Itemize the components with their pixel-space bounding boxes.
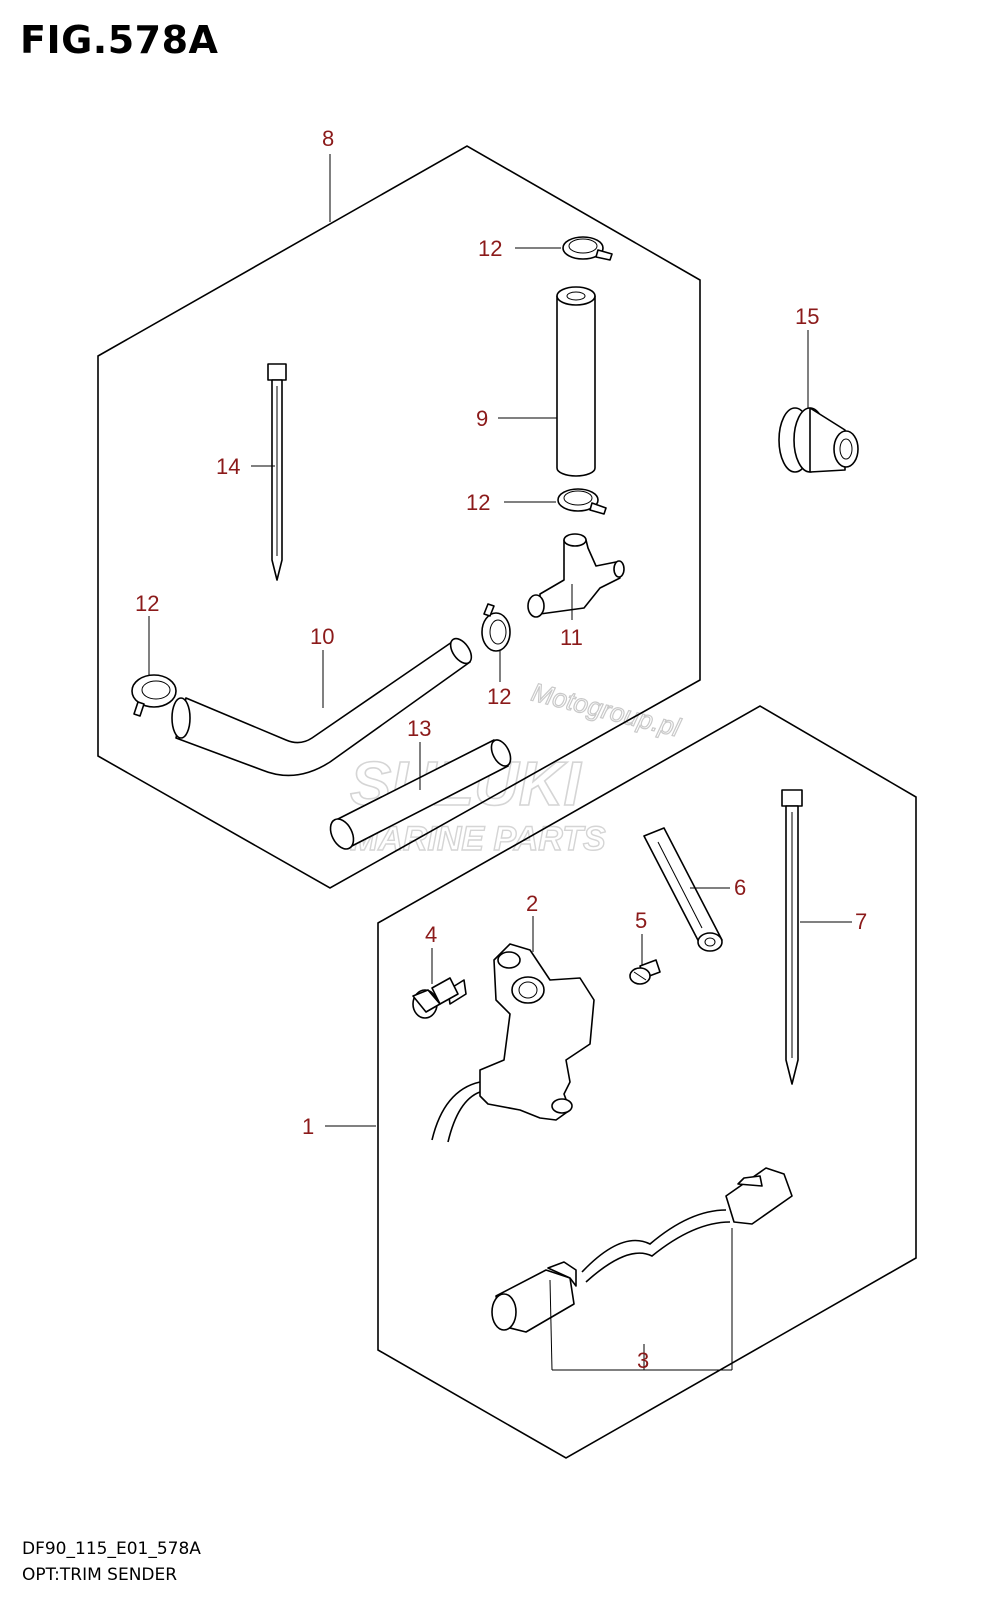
leader-lines (148, 154, 852, 1370)
short-hose (329, 739, 512, 850)
figure-title: FIG.578A (20, 18, 219, 62)
callout-12-top: 12 (478, 236, 502, 261)
bolt (412, 977, 467, 1019)
hose-clamp-mid (557, 488, 607, 515)
kit-boundary-upper (97, 145, 701, 889)
cable-clip (643, 827, 723, 952)
grommet-fitting (778, 407, 859, 473)
callout-3: 3 (637, 1348, 649, 1373)
cable-tie-lower (781, 789, 803, 1085)
callout-9: 9 (476, 406, 488, 431)
figure-name: OPT:TRIM SENDER (22, 1565, 178, 1585)
callout-14: 14 (216, 454, 240, 479)
callout-10: 10 (310, 624, 334, 649)
callout-2: 2 (526, 891, 538, 916)
straight-hose (556, 286, 596, 477)
trim-sender (431, 943, 595, 1143)
callout-1: 1 (302, 1114, 314, 1139)
bent-hose (171, 637, 473, 777)
figure-code: DF90_115_E01_578A (22, 1539, 201, 1559)
callout-12-left: 12 (135, 591, 159, 616)
hose-clamp-low (481, 603, 511, 652)
wire-harness (491, 1167, 793, 1371)
callout-4: 4 (425, 922, 437, 947)
callout-8: 8 (322, 126, 334, 151)
callout-5: 5 (635, 908, 647, 933)
t-fitting (527, 533, 625, 618)
hose-clamp-left (131, 674, 177, 717)
callout-13: 13 (407, 716, 431, 741)
callout-11: 11 (560, 625, 583, 650)
callout-15: 15 (795, 304, 819, 329)
callout-12-mid: 12 (466, 490, 490, 515)
hose-clamp-top (562, 236, 613, 261)
callouts: 8 12 9 12 14 15 12 10 11 12 13 6 7 2 4 5… (135, 126, 867, 1373)
cable-tie-upper (267, 363, 287, 581)
screw (629, 959, 661, 985)
callout-7: 7 (855, 909, 867, 934)
callout-12-low: 12 (487, 684, 511, 709)
kit-boundary-lower (377, 705, 917, 1459)
callout-6: 6 (734, 875, 746, 900)
